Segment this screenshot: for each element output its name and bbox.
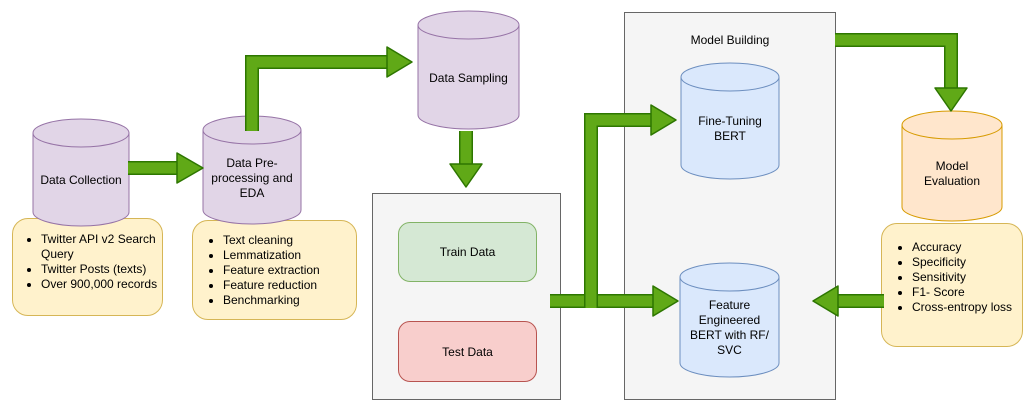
cylinder-shape [32, 118, 130, 227]
data-sampling-cylinder: Data Sampling [417, 10, 520, 130]
fine-tuning-bert-label: Fine-Tuning BERT [698, 114, 762, 143]
feature-engineered-bert-cylinder: Feature Engineered BERT with RF/ SVC [679, 262, 780, 378]
preprocessing-note-list: Text cleaning Lemmatization Feature extr… [193, 233, 356, 308]
list-item: F1- Score [912, 285, 1022, 300]
data-collection-cylinder: Data Collection [32, 118, 130, 227]
list-item: Feature reduction [223, 278, 356, 293]
evaluation-note: Accuracy Specificity Sensitivity F1- Sco… [881, 223, 1023, 347]
list-item: Sensitivity [912, 270, 1022, 285]
data-collection-label: Data Collection [40, 173, 122, 187]
list-item: Feature extraction [223, 263, 356, 278]
preprocessing-label: Data Pre-processing and EDA [211, 155, 293, 200]
list-item: Benchmarking [223, 293, 356, 308]
train-data-label: Train Data [439, 245, 496, 259]
cylinder-shape [679, 262, 780, 378]
feature-engineered-bert-label: Feature Engineered BERT with RF/ SVC [690, 298, 769, 357]
data-sampling-label: Data Sampling [429, 70, 508, 85]
list-item: Text cleaning [223, 233, 356, 248]
preprocessing-note: Text cleaning Lemmatization Feature extr… [192, 220, 357, 320]
model-evaluation-cylinder: Model Evaluation [901, 110, 1003, 222]
data-collection-note: Twitter API v2 Search Query Twitter Post… [12, 218, 163, 316]
model-evaluation-label: Model Evaluation [923, 159, 981, 188]
list-item: Twitter API v2 Search Query [41, 232, 162, 262]
data-collection-note-list: Twitter API v2 Search Query Twitter Post… [13, 232, 162, 292]
arrow-model-building-to-evaluation [835, 33, 968, 112]
model-building-title: Model Building [690, 33, 770, 47]
test-data-box: Test Data [398, 321, 537, 382]
list-item: Accuracy [912, 240, 1022, 255]
arrow-collection-to-preprocessing [128, 152, 204, 184]
arrow-sampling-to-split [449, 131, 483, 188]
cylinder-shape [901, 110, 1003, 222]
cylinder-shape [680, 62, 780, 180]
list-item: Specificity [912, 255, 1022, 270]
list-item: Lemmatization [223, 248, 356, 263]
list-item: Over 900,000 records [41, 277, 162, 292]
cylinder-shape [417, 10, 520, 130]
test-data-label: Test Data [442, 344, 493, 359]
fine-tuning-bert-cylinder: Fine-Tuning BERT [680, 62, 780, 180]
list-item: Cross-entropy loss [912, 300, 1022, 315]
evaluation-note-list: Accuracy Specificity Sensitivity F1- Sco… [882, 240, 1022, 315]
train-data-box: Train Data [398, 222, 537, 282]
preprocessing-cylinder: Data Pre-processing and EDA [202, 115, 302, 225]
list-item: Twitter Posts (texts) [41, 262, 162, 277]
